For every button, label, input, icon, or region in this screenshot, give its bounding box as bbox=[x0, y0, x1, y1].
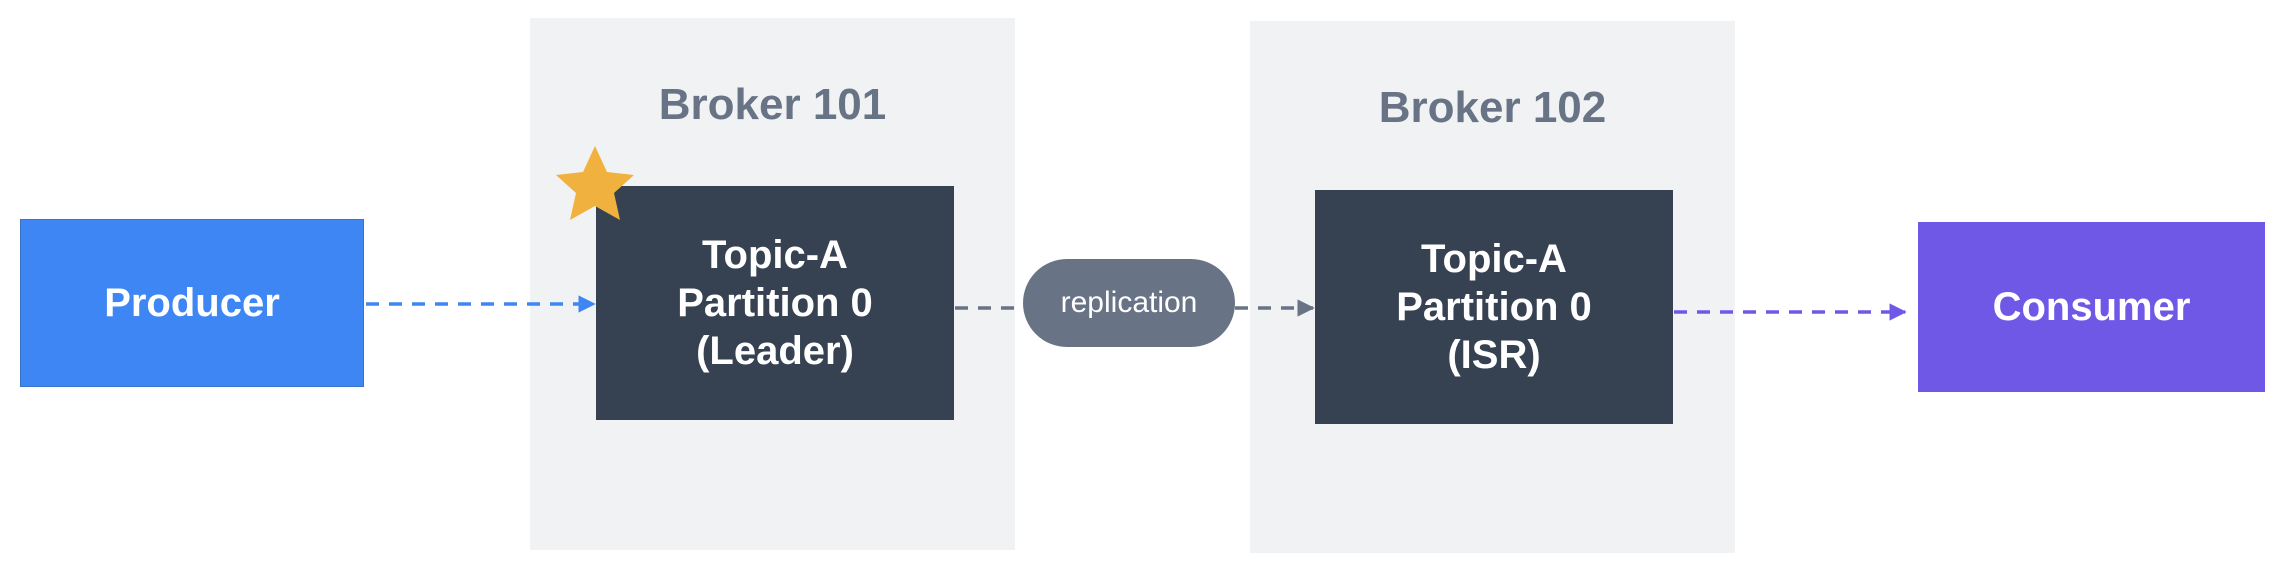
partition-isr-number: Partition 0 bbox=[1396, 285, 1592, 329]
replication-pill: replication bbox=[1023, 259, 1235, 347]
consumer-label: Consumer bbox=[1992, 284, 2191, 329]
star-icon bbox=[556, 146, 634, 220]
partition-isr-topic: Topic-A bbox=[1421, 237, 1567, 281]
partition-leader-number: Partition 0 bbox=[677, 281, 873, 325]
broker-102-title: Broker 102 bbox=[1378, 83, 1607, 132]
partition-leader-label: Topic-A Partition 0 (Leader) bbox=[677, 231, 873, 375]
partition-isr-label: Topic-A Partition 0 (ISR) bbox=[1396, 235, 1592, 379]
partition-isr-box: Topic-A Partition 0 (ISR) bbox=[1315, 190, 1673, 424]
producer-label: Producer bbox=[104, 280, 280, 325]
broker-101-title: Broker 101 bbox=[658, 80, 887, 129]
partition-leader-role: (Leader) bbox=[696, 329, 854, 373]
partition-leader-box: Topic-A Partition 0 (Leader) bbox=[596, 186, 954, 420]
consumer-box: Consumer bbox=[1918, 222, 2265, 392]
replication-label: replication bbox=[1060, 286, 1198, 319]
partition-leader-topic: Topic-A bbox=[702, 233, 848, 277]
partition-isr-role: (ISR) bbox=[1447, 333, 1541, 377]
producer-box: Producer bbox=[20, 219, 364, 387]
